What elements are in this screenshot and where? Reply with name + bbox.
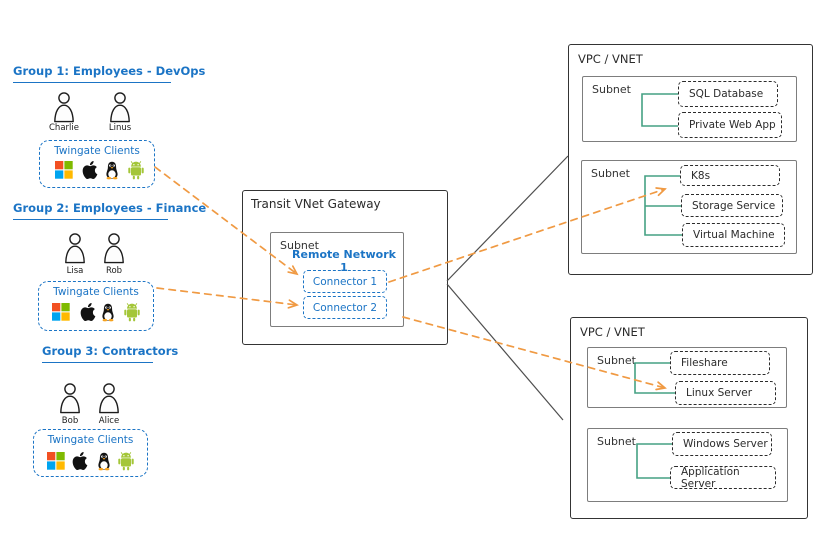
resource-virtual-machine: Virtual Machine — [682, 223, 785, 247]
resource-label: Fileshare — [681, 357, 728, 369]
resource-application-server: Application Server — [670, 465, 776, 490]
person-icon — [104, 233, 124, 264]
group-2-title: Group 2: Employees - Finance — [13, 201, 206, 220]
resource-sql-database: SQL Database — [678, 81, 778, 107]
person-icon — [60, 383, 80, 414]
resource-windows-server: Windows Server — [672, 432, 772, 456]
person-name: Rob — [105, 266, 123, 276]
vpc-1-title: VPC / VNET — [578, 52, 643, 66]
resource-label: Private Web App — [689, 119, 776, 131]
person-name: Lisa — [66, 266, 84, 276]
person-icon — [99, 383, 119, 414]
person-name: Bob — [61, 416, 79, 426]
resource-label: Linux Server — [686, 387, 753, 399]
vpc-2-subnet-2-box: Subnet — [587, 428, 788, 502]
connector-2-label: Connector 2 — [312, 301, 378, 314]
resource-storage-service: Storage Service — [681, 194, 783, 217]
resource-fileshare: Fileshare — [670, 351, 770, 375]
subnet-label: Subnet — [597, 435, 636, 448]
transit-gateway-title: Transit VNet Gateway — [251, 197, 381, 211]
resource-k8s: K8s — [680, 165, 780, 186]
resource-private-web-app: Private Web App — [678, 112, 782, 138]
link-gateway-to-vpc1 — [446, 155, 569, 282]
vpc-2-title: VPC / VNET — [580, 325, 645, 339]
connector-1-label: Connector 1 — [312, 275, 378, 288]
resource-label: Virtual Machine — [693, 229, 775, 241]
subnet-label: Subnet — [597, 354, 636, 367]
subnet-label: Subnet — [591, 167, 630, 180]
person-icon — [54, 92, 74, 123]
resource-label: Windows Server — [683, 438, 768, 450]
person-icon — [110, 92, 130, 123]
resource-label: K8s — [691, 169, 711, 182]
person-name: Charlie — [49, 123, 79, 133]
link-gateway-to-vpc2 — [446, 283, 564, 421]
clients-box-title: Twingate Clients — [54, 145, 140, 157]
person-name: Linus — [108, 123, 132, 133]
connector-1-box: Connector 1 — [303, 270, 387, 293]
person-icon — [65, 233, 85, 264]
subnet-label: Subnet — [592, 83, 631, 96]
vpc-1-subnet-1-box: Subnet — [582, 76, 797, 142]
group-2-clients-box: Twingate Clients — [38, 281, 154, 331]
resource-label: Storage Service — [692, 199, 776, 212]
resource-label: SQL Database — [689, 88, 764, 100]
group-3-clients-box: Twingate Clients — [33, 429, 148, 477]
clients-box-title: Twingate Clients — [47, 434, 134, 446]
person-name: Alice — [98, 416, 120, 426]
connector-2-box: Connector 2 — [303, 296, 387, 319]
remote-network-label: Remote Network 1 — [292, 248, 396, 274]
group-1-clients-box: Twingate Clients — [39, 140, 155, 188]
clients-box-title: Twingate Clients — [53, 286, 139, 298]
group-1-title: Group 1: Employees - DevOps — [13, 64, 205, 83]
resource-linux-server: Linux Server — [675, 381, 776, 405]
resource-label: Application Server — [681, 465, 740, 490]
group-3-title: Group 3: Contractors — [42, 344, 178, 363]
